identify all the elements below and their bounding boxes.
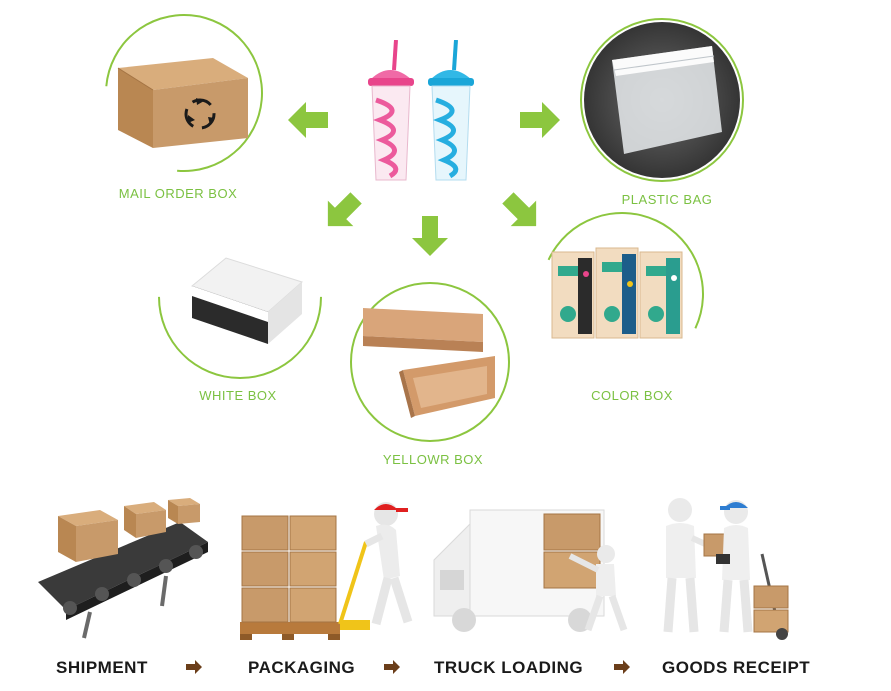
mail-order-box-label: MAIL ORDER BOX [118, 186, 238, 201]
yellow-box-image [363, 308, 495, 418]
truck-loading-image [433, 509, 628, 632]
packaging-image [240, 502, 413, 640]
yellow-box-label: YELLOWR BOX [382, 452, 484, 467]
green-arrow-icon [412, 216, 448, 256]
right-arrow-icon [614, 660, 630, 674]
right-arrow-icon [186, 660, 202, 674]
mail-order-box-image [117, 58, 248, 148]
green-arrow-icon [520, 102, 560, 138]
green-arrow-icon [327, 192, 362, 227]
cups-image [368, 40, 474, 181]
color-box-image [551, 247, 683, 339]
yellow-box-ring [350, 282, 510, 442]
flow-step-truck-loading: TRUCK LOADING [434, 658, 584, 677]
recycle-icon [184, 98, 216, 130]
color-box-label: COLOR BOX [591, 388, 673, 403]
white-box-label: WHITE BOX [199, 388, 277, 403]
flow-step-shipment: SHIPMENT [56, 658, 148, 677]
plastic-bag-label: PLASTIC BAG [621, 192, 713, 207]
plastic-bag-ring [580, 18, 744, 182]
plastic-bag-image [584, 22, 740, 178]
flow-step-goods-receipt: GOODS RECEIPT [662, 658, 811, 677]
green-arrow-icon [288, 102, 328, 138]
flow-step-packaging: PACKAGING [248, 658, 356, 677]
goods-receipt-image [663, 498, 789, 640]
shipment-image [38, 498, 208, 639]
white-box-image [190, 257, 303, 344]
right-arrow-icon [384, 660, 400, 674]
green-arrow-icon [502, 192, 537, 227]
